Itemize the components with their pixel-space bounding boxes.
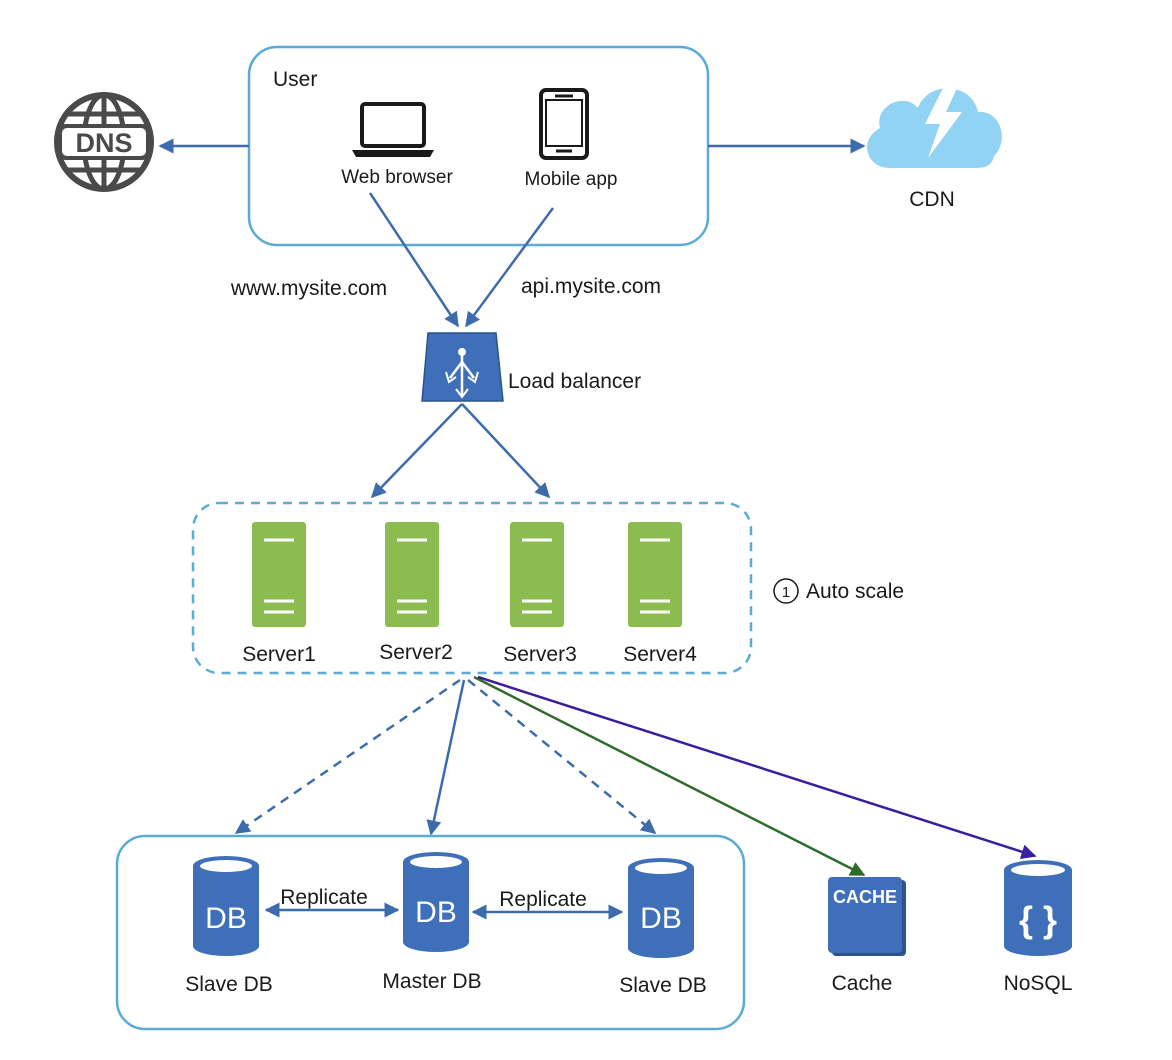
cdn-label: CDN [909,188,955,211]
nosql-icon: { } [1004,860,1072,956]
arrow-lb-to-servers-left [370,403,463,499]
nosql-label: NoSQL [1004,972,1073,995]
server2: Server2 [379,522,453,664]
arrow-servers-to-master [426,679,466,836]
replicate-right-label: Replicate [499,888,587,911]
user-box [247,45,710,247]
master-db-label: Master DB [382,970,481,993]
database-box [115,834,746,1031]
arrow-servers-to-slave-right [467,679,657,834]
api-route-label: api.mysite.com [521,275,661,298]
server4: Server4 [623,522,697,666]
server-label: Server1 [242,643,316,666]
auto-scale-label: Auto scale [806,580,904,603]
load-balancer-icon [421,332,504,402]
server-label: Server4 [623,643,697,666]
cache-icon: CACHE [828,877,906,956]
cdn-cloud-icon [867,86,1002,168]
database-icon [193,856,259,956]
web-browser-label: Web browser [341,167,453,188]
slave-db-left: DB Slave DB [185,856,273,996]
arrow-mobile-to-lb [464,207,555,328]
web-route-label: www.mysite.com [230,277,387,300]
load-balancer-label: Load balancer [508,370,641,393]
dns-icon: DNS [54,92,154,192]
slave-db-right-label: Slave DB [619,974,707,997]
server-label: Server2 [379,641,453,664]
dns-icon-text: DNS [75,128,132,158]
server-label: Server3 [503,643,577,666]
database-icon [403,852,469,952]
arrow-lb-to-servers-right [461,403,551,499]
arrow-servers-to-nosql [477,675,1037,860]
database-icon [628,858,694,958]
db-icon-text: DB [205,902,247,935]
server3: Server3 [503,522,577,666]
mobile-app-label: Mobile app [525,169,618,190]
replicate-left-label: Replicate [280,886,368,909]
auto-scale-note: 1 Auto scale [773,578,904,604]
auto-scale-number: 1 [782,584,790,601]
db-icon-text: DB [640,902,682,935]
lightning-icon [925,86,962,158]
slave-db-left-label: Slave DB [185,973,273,996]
arrow-servers-to-slave-left [234,678,461,835]
user-group: User Web browser Mobile app [247,45,710,247]
arrow-servers-to-cache [473,675,866,877]
master-db: DB Master DB [382,852,482,993]
db-icon-text: DB [415,896,457,929]
laptop-icon [352,102,434,157]
mobile-phone-icon [539,88,589,160]
cache-label: Cache [832,972,893,995]
slave-db-right: DB Slave DB [619,858,707,997]
arrow-web-to-lb [368,192,460,328]
nosql-icon-text: { } [1019,899,1057,940]
user-title: User [273,68,317,91]
server1: Server1 [242,522,316,666]
number-badge-icon [773,578,799,604]
cache-icon-text: CACHE [833,887,897,907]
